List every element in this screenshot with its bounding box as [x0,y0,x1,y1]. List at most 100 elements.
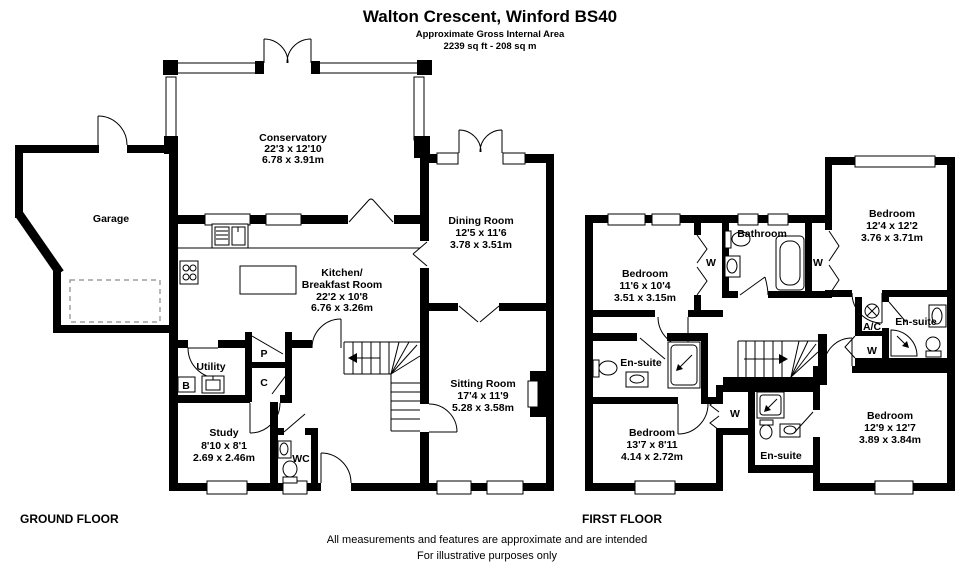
ensuite-right: En-suite [855,297,948,366]
boiler-box [177,376,196,393]
subtitle: Approximate Gross Internal Area [416,29,565,40]
wc-toilet [282,460,298,484]
bedroom1-label: Bedroom [622,268,668,280]
conservatory-metric: 6.78 x 3.91m [262,154,324,166]
dining-imperial: 12'5 x 11'6 [455,227,506,239]
first-floor-plan: Bedroom 11'6 x 10'4 3.51 x 3.15m W B [582,155,955,526]
dining-french-doors [458,129,503,153]
airing-cupboard: A/C W [844,297,882,366]
utility-sink [201,375,225,394]
bathroom-toilet [724,230,751,249]
ensuite-left: En-suite [585,333,708,404]
bedroom-front-left: Bedroom 11'6 x 10'4 3.51 x 3.15m W [585,223,723,348]
study-imperial: 8'10 x 8'1 [201,440,247,452]
bathtub [775,235,805,291]
kitchen-label-1: Kitchen/ [321,267,363,279]
kitchen-room: Kitchen/ Breakfast Room 22'2 x 10'8 6.76… [169,198,429,490]
kitchen-label-2: Breakfast Room [302,279,383,291]
ensuite-right-door [888,301,907,323]
conservatory-doors-arc [263,38,312,64]
pantry-label: P [260,348,267,360]
wc-basin [277,440,292,459]
spine-wall [412,153,429,490]
conservatory-imperial: 22'3 x 12'10 [264,143,322,155]
ensuite-middle-toilet [759,419,774,440]
ensuite-right-label: En-suite [895,316,937,328]
wardrobe-2: W [805,223,840,298]
kitchen-hob [179,260,199,285]
kitchen-sink [211,223,249,249]
study-room: Study 8'10 x 8'1 2.69 x 2.46m [169,395,292,495]
ensuite-left-shower [667,341,701,389]
bedroom4-metric: 3.89 x 3.84m [859,434,921,446]
disclaimer-line1: All measurements and features are approx… [327,534,647,546]
ac-fan-icon [864,303,880,319]
bedroom1-imperial: 11'6 x 10'4 [619,280,670,292]
garage-door-dashed [69,279,161,323]
garage-room: Garage [15,115,178,333]
first-floor-outer-walls [585,155,955,495]
ground-floor-plan: Garage Conservatory 22'3 x 12'10 6.78 x … [15,38,554,526]
garage-label: Garage [93,213,129,225]
wardrobe-label-4: W [730,408,740,420]
fireplace [527,380,539,408]
wardrobe-bifold [696,234,708,264]
sitting-room: Sitting Room 17'4 x 11'9 5.28 x 3.58m [428,310,554,495]
kitchen-conservatory-doors [348,198,394,223]
ensuite-middle-label: En-suite [760,450,802,462]
ensuite-middle-basin [779,423,801,438]
ground-stairs [343,341,421,432]
ground-floor-label: GROUND FLOOR [20,512,119,526]
ensuite-left-toilet [592,359,618,378]
stairs-arrow [779,354,788,364]
bedroom2-imperial: 12'4 x 12'2 [866,220,918,232]
ensuite-left-basin [625,371,649,388]
dining-metric: 3.78 x 3.51m [450,239,512,251]
wc-door [283,413,306,433]
pantry-door [251,335,284,355]
conservatory-label: Conservatory [259,132,327,144]
dining-sitting-opening [458,305,500,323]
wc-room: WC [276,413,429,495]
sitting-door-arc [428,403,458,433]
bathroom-basin [724,255,741,278]
dining-label: Dining Room [448,215,513,227]
study-label: Study [209,427,238,439]
bedroom3-label: Bedroom [629,427,675,439]
ensuite-right-basin [928,304,947,328]
cloaks-door [271,369,291,395]
bedroom1-metric: 3.51 x 3.15m [614,292,676,304]
bedroom4-imperial: 12'9 x 12'7 [864,422,916,434]
wardrobe-label-1: W [706,257,716,269]
bedroom2-label: Bedroom [869,208,915,220]
kitchen-dining-opening [412,241,428,267]
ensuite-middle: W En-suite [716,385,814,473]
kitchen-imperial: 22'2 x 10'8 [316,291,368,303]
sitting-metric: 5.28 x 3.58m [452,402,514,414]
bedroom-front-right: Bedroom 12'4 x 12'2 3.76 x 3.71m [832,208,948,324]
kitchen-island [239,265,297,295]
disclaimer-line2: For illustrative purposes only [417,550,558,562]
garage-side-door-arc [97,115,128,146]
dining-room: Dining Room 12'5 x 11'6 3.78 x 3.51m [429,129,554,323]
wardrobe-label-2: W [813,257,823,269]
bedroom2-metric: 3.76 x 3.71m [861,232,923,244]
area-text: 2239 sq ft - 208 sq m [444,41,537,52]
stairs-arrow [348,353,357,363]
cloaks-label: C [260,377,268,389]
header: Walton Crescent, Winford BS40 Approximat… [363,7,617,52]
sitting-label: Sitting Room [450,378,515,390]
ensuite-left-door [639,337,666,360]
ac-label: A/C [863,321,882,333]
conservatory-room: Conservatory 22'3 x 12'10 6.78 x 3.91m [163,38,432,166]
ensuite-middle-door [793,411,814,434]
bedroom-back-right: Bedroom 12'9 x 12'7 3.89 x 3.84m [813,337,948,490]
front-door-arc [320,452,352,484]
wardrobe-label-3: W [867,345,877,357]
first-floor-label: FIRST FLOOR [582,512,662,526]
bedroom4-label: Bedroom [867,410,913,422]
bedroom3-imperial: 13'7 x 8'11 [626,439,677,451]
utility-room: B Utility P C [169,332,292,402]
